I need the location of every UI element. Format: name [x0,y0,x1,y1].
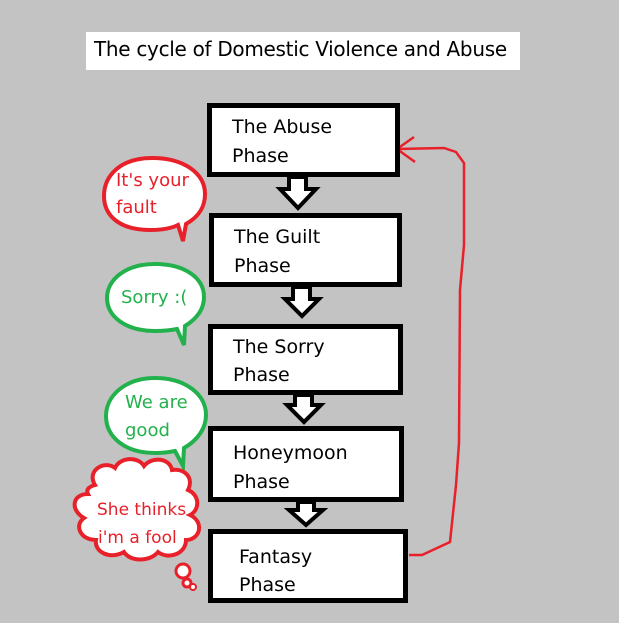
speech-bubble-its-your-fault [101,155,208,242]
speech-bubble-sorry [104,261,207,346]
down-arrow-1 [275,175,321,211]
phase-label-line2: Phase [234,255,291,277]
phase-box-fantasy: Fantasy Phase [208,529,408,603]
phase-box-honeymoon: Honeymoon Phase [208,426,404,502]
phase-label-line2: Phase [233,364,290,386]
bubble-text-line2: fault [116,197,157,218]
bubble-text-line2: good [125,420,170,441]
bubble-text-line1: We are [125,392,188,413]
thought-dot-3 [189,583,197,591]
cycle-arrow-line [396,146,466,557]
phase-label-line2: Phase [232,145,289,167]
speech-bubble-we-are-good [103,375,209,474]
phase-label-line1: Honeymoon [233,442,348,464]
bubble-text-line2: i'm a fool [98,528,177,548]
phase-box-abuse: The Abuse Phase [207,103,400,177]
phase-label-line2: Phase [233,471,290,493]
down-arrow-4 [283,500,329,528]
phase-label-line1: The Guilt [234,226,321,248]
phase-box-sorry: The Sorry Phase [208,324,403,395]
diagram-title: The cycle of Domestic Violence and Abuse [94,37,507,61]
bubble-text-line1: She thinks [97,500,187,520]
thought-dot-2 [181,577,193,589]
phase-label-line2: Phase [239,574,296,596]
bubble-text-line1: Sorry :( [121,287,188,308]
bubble-text-line1: It's your [116,170,189,191]
down-arrow-3 [282,393,326,425]
thought-bubble-she-thinks [72,457,202,562]
down-arrow-2 [280,285,324,319]
phase-label-line1: The Sorry [233,336,325,358]
phase-label-line1: Fantasy [239,546,313,568]
thought-dot-1 [174,562,192,580]
diagram-title-box: The cycle of Domestic Violence and Abuse [86,32,520,70]
phase-label-line1: The Abuse [232,116,333,138]
phase-box-guilt: The Guilt Phase [209,213,402,287]
